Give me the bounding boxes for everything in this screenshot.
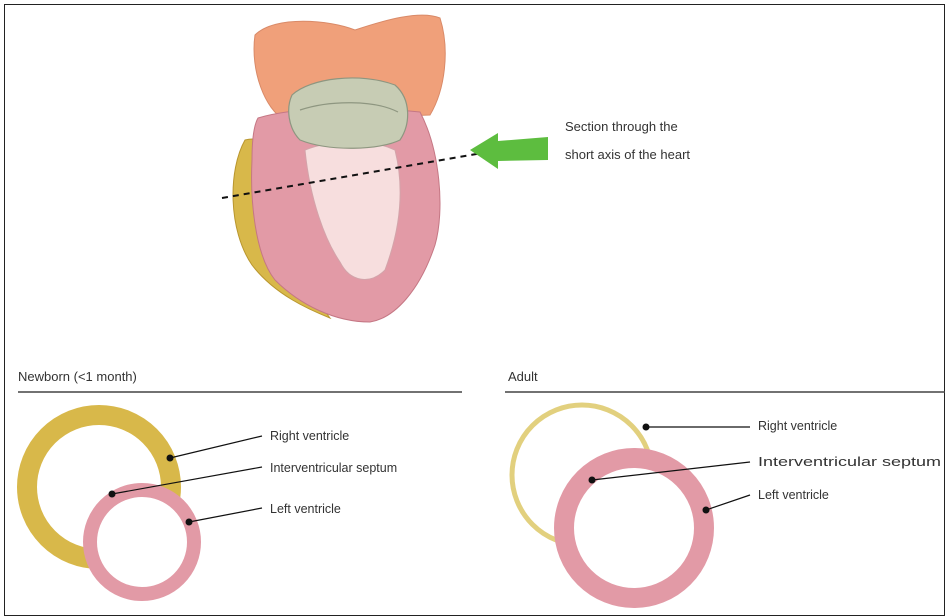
newborn-label-lv: Left ventricle xyxy=(270,502,341,516)
newborn-ivs-leader xyxy=(112,467,262,494)
adult-left-ventricle xyxy=(564,458,704,598)
adult-label-lv: Left ventricle xyxy=(758,488,829,502)
adult-rv-dot xyxy=(643,424,650,431)
adult-title: Adult xyxy=(508,369,538,384)
newborn-left-ventricle xyxy=(90,490,194,594)
newborn-lv-dot xyxy=(186,519,193,526)
section-arrow xyxy=(470,133,548,169)
annotation-line-1: Section through the xyxy=(565,119,678,134)
newborn-title: Newborn (<1 month) xyxy=(18,369,137,384)
adult-panel: Adult Right ventricle Interventricular s… xyxy=(505,369,945,598)
newborn-label-rv: Right ventricle xyxy=(270,429,349,443)
adult-ivs-dot xyxy=(589,477,596,484)
valve-plane xyxy=(289,78,408,148)
newborn-label-ivs: Interventricular septum xyxy=(270,461,397,475)
newborn-rv-dot xyxy=(167,455,174,462)
newborn-lv-leader xyxy=(189,508,262,522)
newborn-rv-leader xyxy=(170,436,262,458)
adult-lv-dot xyxy=(703,507,710,514)
adult-label-rv: Right ventricle xyxy=(758,419,837,433)
annotation-line-2: short axis of the heart xyxy=(565,147,690,162)
newborn-panel: Newborn (<1 month) Right ventricle Inter… xyxy=(18,369,462,594)
adult-label-ivs: Interventricular septum xyxy=(758,455,941,469)
adult-lv-leader xyxy=(706,495,750,510)
heart-illustration xyxy=(222,15,548,322)
newborn-ivs-dot xyxy=(109,491,116,498)
